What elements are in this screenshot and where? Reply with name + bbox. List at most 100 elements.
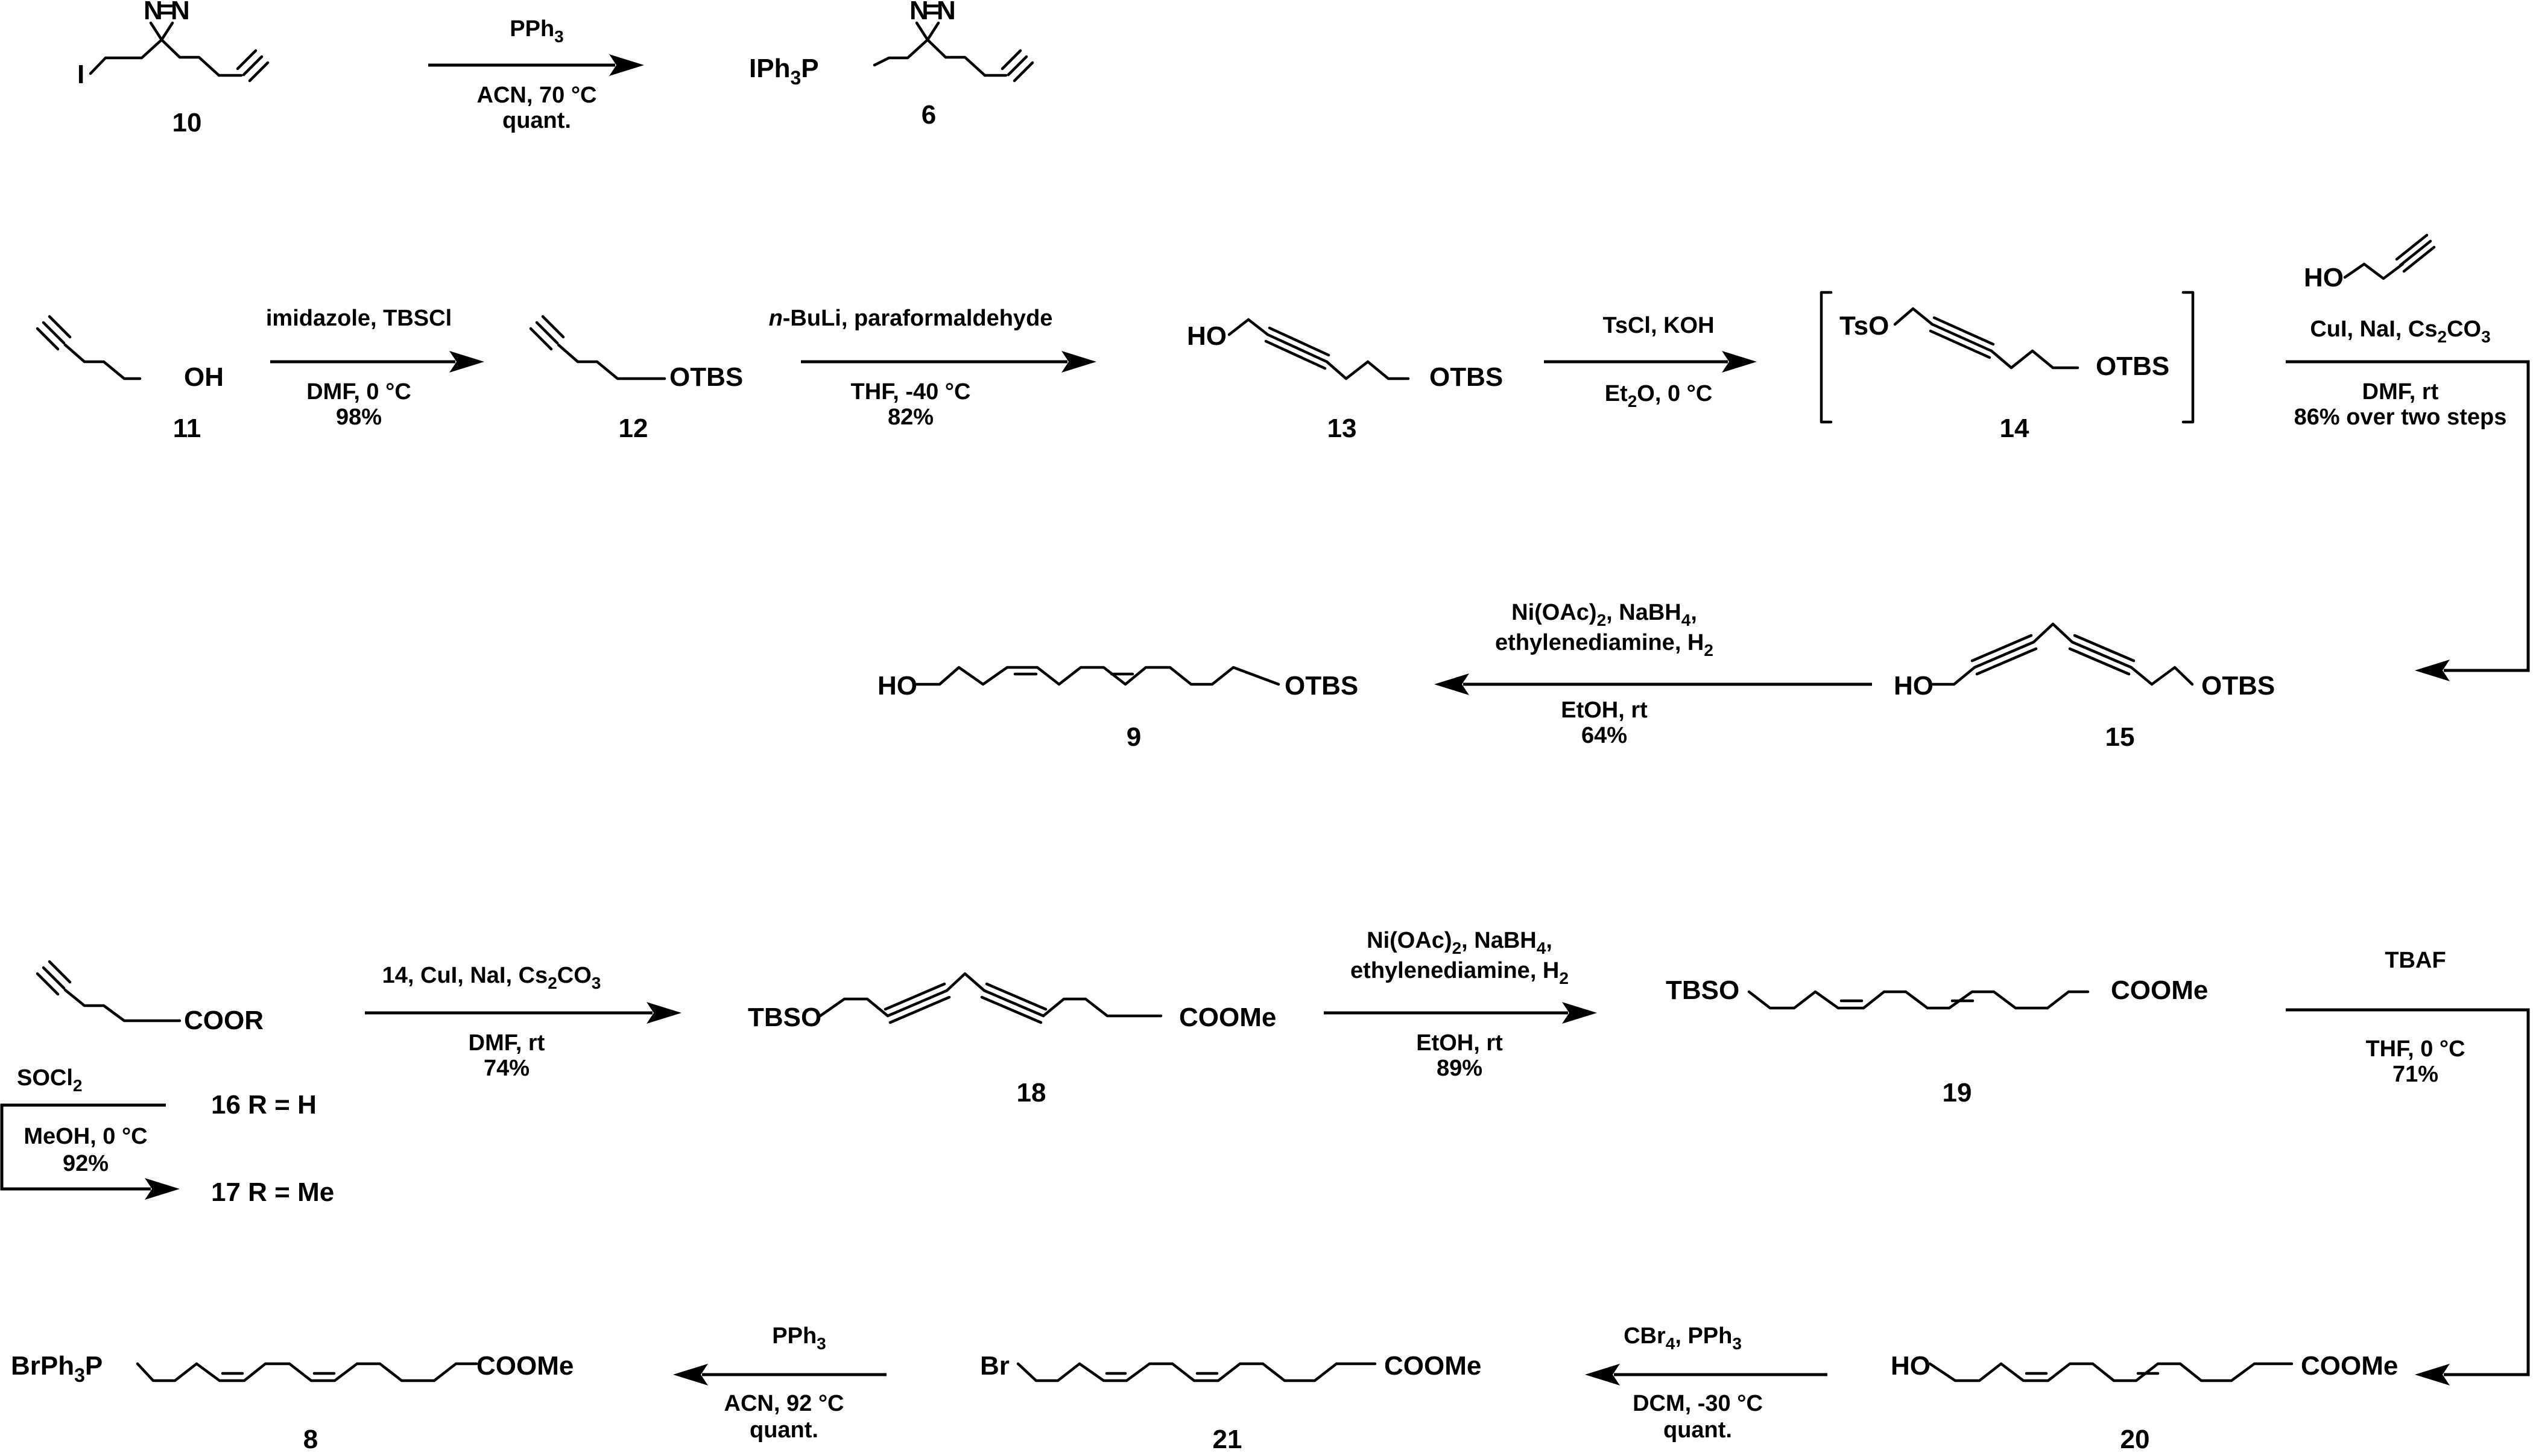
reagent-text-line2: ethylenediamine, H2 bbox=[1495, 630, 1713, 660]
step-phosphonium-formation: PPh3 ACN, 70 °C quant. bbox=[428, 16, 644, 133]
atom-nitrogen-1: N bbox=[144, 0, 163, 25]
arrow-head bbox=[2415, 1364, 2450, 1385]
atom-nitrogen-1: N bbox=[909, 0, 929, 25]
atom-otbs: OTBS bbox=[2096, 351, 2169, 381]
compound-18: TBSO COOMe 18 bbox=[748, 972, 1276, 1108]
compound-8: BrPh3P COOMe 8 bbox=[11, 1351, 574, 1454]
atom-methyl-ester: COOMe bbox=[1179, 1003, 1276, 1032]
atom-hydroxyl: HO bbox=[2304, 263, 2344, 292]
compound-6: IPh3P N = N 6 bbox=[749, 0, 1034, 130]
compound-15: HO OTBS 15 bbox=[1894, 622, 2275, 752]
conditions-text: THF, 0 °C bbox=[2365, 1036, 2465, 1062]
compound-20: HO COOMe 20 bbox=[1891, 1351, 2398, 1454]
compound-label-14: 14 bbox=[2000, 414, 2029, 443]
atom-methyl-ester: COOMe bbox=[2301, 1351, 2398, 1381]
yield-text: 89% bbox=[1437, 1056, 1482, 1081]
reagent-text-line2: ethylenediamine, H2 bbox=[1350, 958, 1569, 988]
step-hydroxymethylation: n-BuLi, paraformaldehyde THF, -40 °C 82% bbox=[769, 306, 1096, 430]
atom-bromine: Br bbox=[980, 1351, 1010, 1381]
atom-phosphonium: BrPh3P bbox=[11, 1351, 103, 1386]
reagent-text-line1: Ni(OAc)2, NaBH4, bbox=[1511, 600, 1697, 629]
yield-text: 82% bbox=[888, 405, 934, 430]
reagent-text: SOCl2 bbox=[17, 1065, 82, 1095]
compound-12: OTBS 12 bbox=[529, 315, 743, 443]
atom-double-bond: = bbox=[158, 0, 174, 24]
atom-carboxyl: COOR bbox=[184, 1006, 264, 1035]
conditions-text: ACN, 70 °C bbox=[477, 83, 597, 108]
reagent-text-line1: Ni(OAc)2, NaBH4, bbox=[1367, 928, 1552, 957]
conditions-text: DMF, rt bbox=[469, 1030, 545, 1056]
conditions-text: ACN, 92 °C bbox=[724, 1391, 844, 1416]
atom-methyl-ester: COOMe bbox=[1384, 1351, 1481, 1381]
compound-9: HO OTBS 9 bbox=[878, 666, 1358, 752]
conditions-text: DMF, 0 °C bbox=[306, 379, 411, 405]
atom-tbso: TBSO bbox=[748, 1003, 821, 1032]
conditions-text: DCM, -30 °C bbox=[1633, 1391, 1763, 1416]
reagent-text: PPh3 bbox=[772, 1323, 826, 1353]
atom-otbs: OTBS bbox=[2201, 671, 2275, 701]
compound-label-19: 19 bbox=[1943, 1078, 1972, 1108]
reaction-arrow bbox=[2286, 360, 2530, 672]
atom-nitrogen-2: N bbox=[171, 0, 190, 25]
reagent-text: CuI, NaI, Cs2CO3 bbox=[2310, 317, 2490, 346]
arrow-head bbox=[1061, 351, 1096, 373]
arrow-head bbox=[647, 1002, 681, 1024]
compound-21: Br COOMe 21 bbox=[980, 1351, 1481, 1454]
compound-label-11: 11 bbox=[173, 414, 201, 443]
yield-text: quant. bbox=[502, 108, 571, 133]
atom-otbs: OTBS bbox=[669, 362, 743, 392]
compound-label-17: 17 R = Me bbox=[211, 1177, 334, 1207]
compound-label-13: 13 bbox=[1327, 414, 1357, 443]
compound-label-12: 12 bbox=[619, 414, 648, 443]
atom-hydroxyl: HO bbox=[1894, 671, 1934, 701]
compound-label-8: 8 bbox=[303, 1425, 318, 1454]
atom-nitrogen-2: N bbox=[937, 0, 956, 25]
arrow-head bbox=[673, 1364, 708, 1385]
compound-14-intermediate: TsO OTBS 14 bbox=[1820, 291, 2195, 443]
yield-text: 74% bbox=[484, 1056, 530, 1081]
step-propargylic-coupling-1: CuI, NaI, Cs2CO3 DMF, rt 86% over two st… bbox=[2286, 317, 2530, 681]
conditions-text: EtOH, rt bbox=[1561, 698, 1648, 723]
step-appel-bromination: CBr4, PPh3 DCM, -30 °C quant. bbox=[1585, 1323, 1827, 1443]
arrow-head bbox=[1434, 673, 1469, 695]
bracket-right bbox=[2181, 291, 2195, 424]
compound-label-20: 20 bbox=[2120, 1425, 2150, 1454]
compound-10: I N = N 10 bbox=[77, 0, 270, 137]
step-phosphonium-salt: PPh3 ACN, 92 °C quant. bbox=[673, 1323, 887, 1443]
atom-methyl-ester: COOMe bbox=[2111, 975, 2208, 1005]
atom-double-bond: = bbox=[924, 0, 940, 24]
yield-text: 86% over two steps bbox=[2294, 405, 2507, 430]
conditions-text: MeOH, 0 °C bbox=[24, 1124, 147, 1149]
compound-19: TBSO COOMe 19 bbox=[1666, 975, 2208, 1108]
step-tbs-protection: imidazole, TBSCl DMF, 0 °C 98% bbox=[266, 306, 484, 430]
reagent-text: 14, CuI, NaI, Cs2CO3 bbox=[382, 963, 601, 992]
bracket-left bbox=[1820, 291, 1833, 424]
step-tosylation: TsCl, KOH Et2O, 0 °C bbox=[1544, 313, 1757, 411]
atom-phosphonium: IPh3P bbox=[749, 54, 819, 89]
step-propargylic-coupling-2: 14, CuI, NaI, Cs2CO3 DMF, rt 74% bbox=[365, 963, 681, 1081]
step-desilylation: TBAF THF, 0 °C 71% bbox=[2286, 948, 2530, 1385]
compound-label-15: 15 bbox=[2105, 722, 2135, 752]
compound-label-6: 6 bbox=[922, 100, 936, 130]
atom-tbso: TBSO bbox=[1666, 975, 1739, 1005]
atom-methyl-ester: COOMe bbox=[476, 1351, 574, 1381]
conditions-text: DMF, rt bbox=[2362, 379, 2439, 405]
arrow-head bbox=[145, 1178, 180, 1200]
atom-iodine: I bbox=[77, 60, 84, 89]
reagent-text: PPh3 bbox=[510, 16, 563, 46]
reagent-text: CBr4, PPh3 bbox=[1624, 1323, 1742, 1353]
atom-hydroxyl: HO bbox=[1891, 1351, 1931, 1381]
atom-hydroxyl: OH bbox=[184, 362, 224, 392]
yield-text: quant. bbox=[750, 1417, 818, 1443]
reagent-text: TBAF bbox=[2385, 948, 2446, 973]
yield-text: 71% bbox=[2392, 1062, 2438, 1087]
conditions-text: EtOH, rt bbox=[1416, 1030, 1503, 1056]
yield-text: 92% bbox=[63, 1151, 109, 1176]
arrow-head bbox=[449, 351, 484, 373]
compound-label-16: 16 R = H bbox=[211, 1090, 317, 1120]
arrow-head bbox=[609, 54, 644, 76]
conditions-text: THF, -40 °C bbox=[851, 379, 971, 405]
compound-label-18: 18 bbox=[1017, 1078, 1046, 1108]
arrow-head bbox=[2415, 660, 2450, 681]
